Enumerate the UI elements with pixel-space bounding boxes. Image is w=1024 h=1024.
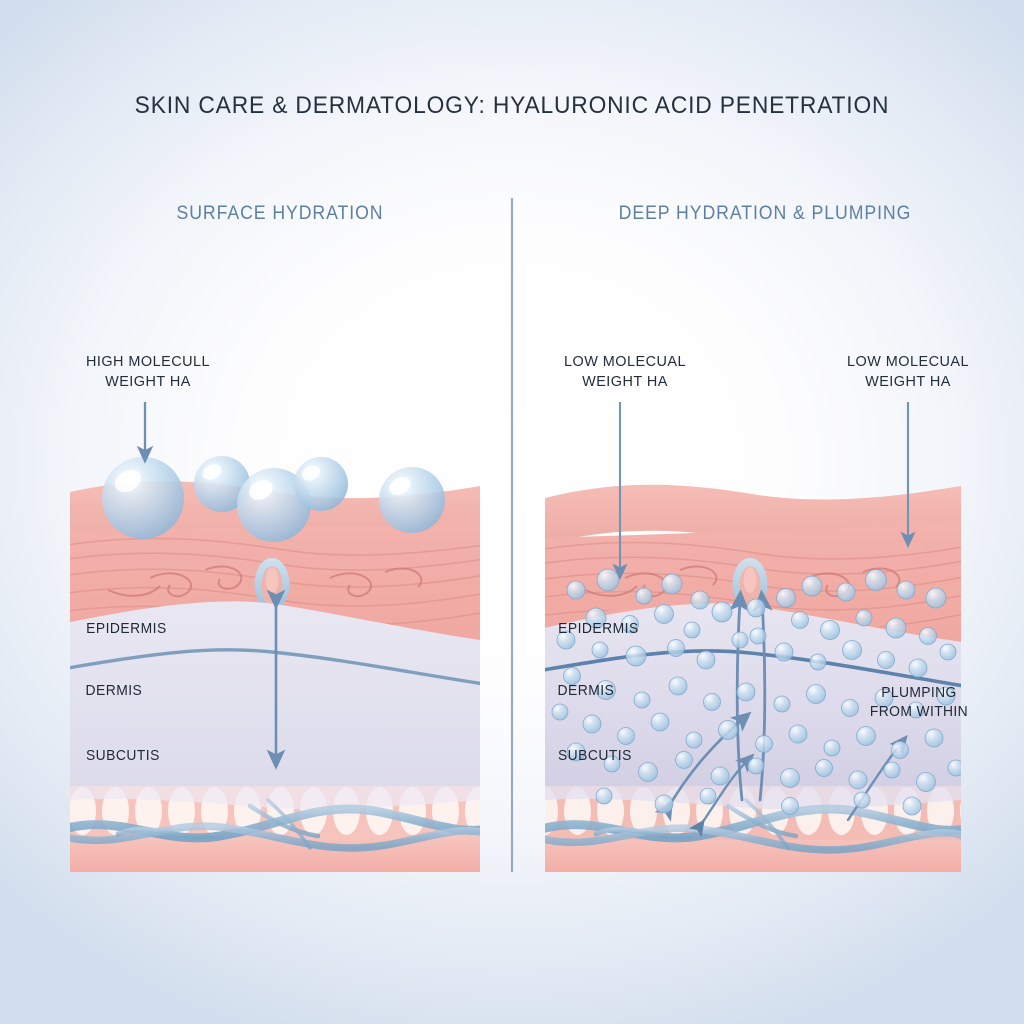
layer-label-epidermis-right: EPIDERMIS: [558, 621, 639, 637]
dermis-boundary-right: [545, 649, 961, 688]
panel-subtitle-left: SURFACE HYDRATION: [176, 203, 384, 224]
ha-spheres-surface-left: [102, 456, 445, 542]
callout-label-right-outer: LOW MOLECUAL WEIGHT HA: [847, 353, 969, 390]
panel-subtitle-right: DEEP HYDRATION & PLUMPING: [618, 203, 912, 224]
layer-label-dermis-left: DERMIS: [85, 683, 143, 699]
ha-spheres-dispersed-right: [551, 568, 961, 816]
layer-label-subcutis-right: SUBCUTIS: [557, 748, 632, 764]
skin-block-right: [545, 484, 961, 872]
page-title: SKIN CARE & DERMATOLOGY: HYALURONIC ACID…: [134, 92, 890, 119]
plumping-annotation: PLUMPING FROM WITHIN: [869, 685, 969, 720]
pore-follicle-left: [254, 558, 290, 610]
collagen-vessels-left: [70, 798, 480, 852]
layer-label-subcutis-left: SUBCUTIS: [85, 748, 160, 764]
callout-label-right-inner: LOW MOLECUAL WEIGHT HA: [564, 353, 686, 390]
callout-label-left: HIGH MOLECULL WEIGHT HA: [85, 353, 211, 390]
layer-label-epidermis-left: EPIDERMIS: [86, 621, 167, 637]
penetration-arrows-right: [654, 589, 908, 838]
layer-label-dermis-right: DERMIS: [557, 683, 615, 699]
